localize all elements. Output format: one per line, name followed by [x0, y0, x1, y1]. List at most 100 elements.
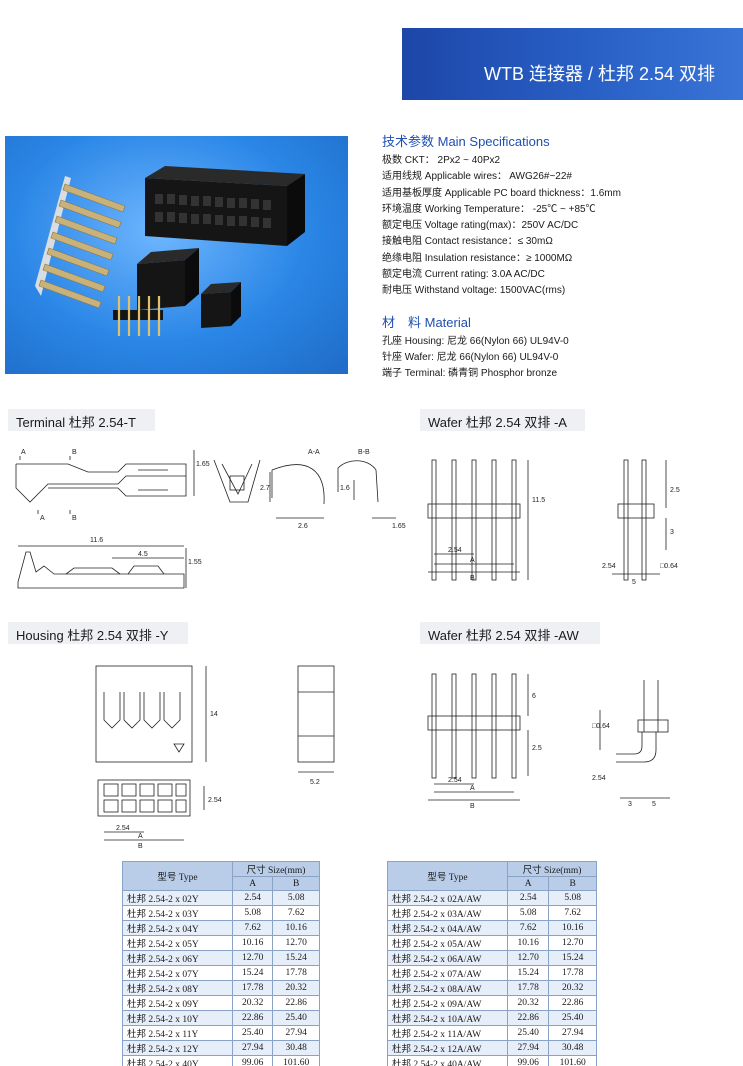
- section-label-wafer-aw: Wafer 杜邦 2.54 双排 -AW: [420, 622, 600, 644]
- table-cell-type: 杜邦 2.54-2 x 40A/AW: [387, 1055, 508, 1066]
- dim-label: 5: [652, 801, 656, 808]
- dim-label: B: [72, 449, 77, 456]
- table-cell-b: 30.48: [272, 1040, 320, 1056]
- table-cell-type: 杜邦 2.54-2 x 04Y: [122, 920, 233, 936]
- dim-label: 6: [532, 693, 536, 700]
- material-line: 针座 Wafer: 尼龙 66(Nylon 66) UL94V-0: [382, 351, 559, 363]
- table-cell-type: 杜邦 2.54-2 x 09Y: [122, 995, 233, 1011]
- dim-label: A: [138, 833, 143, 840]
- table-header-size: 尺寸 Size(mm): [232, 861, 320, 877]
- section-label-terminal: Terminal 杜邦 2.54-T: [8, 409, 155, 431]
- table-cell-a: 15.24: [231, 965, 274, 981]
- spec-line: 环境温度 Working Temperature： -25℃ ~ +85℃: [382, 203, 596, 215]
- table-cell-b: 17.78: [272, 965, 320, 981]
- terminal-strip: [35, 176, 126, 309]
- table-cell-type: 杜邦 2.54-2 x 11A/AW: [387, 1025, 508, 1041]
- table-cell-type: 杜邦 2.54-2 x 09A/AW: [387, 995, 508, 1011]
- table-cell-type: 杜邦 2.54-2 x 12A/AW: [387, 1040, 508, 1056]
- table-cell-b: 22.86: [548, 995, 597, 1011]
- material-heading: 材 料 Material: [382, 314, 471, 330]
- table-cell-a: 12.70: [231, 950, 274, 966]
- page-title: WTB 连接器 / 杜邦 2.54 双排: [483, 64, 715, 84]
- table-cell-a: 5.08: [506, 905, 550, 921]
- table-cell-a: 2.54: [506, 890, 550, 906]
- table-cell-b: 27.94: [548, 1025, 597, 1041]
- table-cell-b: 10.16: [272, 920, 320, 936]
- dim-label: 1.6: [340, 485, 350, 492]
- material-line: 端子 Terminal: 磷青铜 Phosphor bronze: [382, 368, 558, 380]
- table-cell-type: 杜邦 2.54-2 x 05Y: [122, 935, 233, 951]
- housing-small: [201, 282, 241, 328]
- housing-y-drawing: 14 2.54 2.54 A B 5.2: [95, 665, 335, 850]
- dim-label: 3: [670, 529, 674, 536]
- dim-label: 11.5: [532, 497, 545, 504]
- table-cell-a: 22.86: [231, 1010, 274, 1026]
- dim-label: A: [470, 557, 475, 564]
- dim-label: 11.6: [90, 537, 103, 544]
- table-cell-type: 杜邦 2.54-2 x 12Y: [122, 1040, 233, 1056]
- table-cell-a: 20.32: [506, 995, 550, 1011]
- table-cell-type: 杜邦 2.54-2 x 10A/AW: [387, 1010, 508, 1026]
- dim-label: □0.64: [592, 723, 610, 730]
- spec-line: 接触电阻 Contact resistance：≤ 30mΩ: [382, 236, 553, 248]
- spec-line: 耐电压 Withstand voltage: 1500VAC(rms): [382, 285, 566, 297]
- dim-label: 1.65: [392, 523, 406, 530]
- table-cell-type: 杜邦 2.54-2 x 06A/AW: [387, 950, 508, 966]
- table-header-b: B: [272, 876, 320, 891]
- table-cell-a: 17.78: [506, 980, 550, 996]
- table-cell-a: 99.06: [506, 1055, 550, 1066]
- dim-label: 5.2: [310, 779, 320, 786]
- table-cell-b: 30.48: [548, 1040, 597, 1056]
- spec-line: 额定电流 Current rating: 3.0A AC/DC: [382, 269, 545, 281]
- dim-label: A: [21, 449, 26, 456]
- specifications-panel: 技术参数 Main Specifications 极数 CKT： 2Px2 ~ …: [382, 133, 737, 383]
- table-cell-a: 12.70: [506, 950, 550, 966]
- dim-label: 1.65: [196, 461, 210, 468]
- table-cell-b: 20.32: [548, 980, 597, 996]
- dim-label: 4.5: [138, 551, 148, 558]
- table-header-b: B: [548, 876, 597, 891]
- table-cell-a: 7.62: [231, 920, 274, 936]
- table-cell-a: 7.62: [506, 920, 550, 936]
- table-cell-type: 杜邦 2.54-2 x 11Y: [122, 1025, 233, 1041]
- dim-label: 5: [632, 579, 636, 586]
- table-header-a: A: [506, 876, 550, 891]
- table-cell-type: 杜邦 2.54-2 x 07A/AW: [387, 965, 508, 981]
- table-cell-b: 10.16: [548, 920, 597, 936]
- dim-label: 2.54: [602, 563, 616, 570]
- table-cell-b: 20.32: [272, 980, 320, 996]
- table-cell-b: 15.24: [272, 950, 320, 966]
- table-cell-a: 5.08: [231, 905, 274, 921]
- dim-label: 2.54: [448, 777, 462, 784]
- table-cell-b: 7.62: [272, 905, 320, 921]
- table-cell-type: 杜邦 2.54-2 x 10Y: [122, 1010, 233, 1026]
- table-cell-b: 12.70: [272, 935, 320, 951]
- table-cell-type: 杜邦 2.54-2 x 06Y: [122, 950, 233, 966]
- table-cell-a: 99.06: [231, 1055, 274, 1066]
- table-cell-b: 12.70: [548, 935, 597, 951]
- housing-large: [145, 166, 305, 246]
- dim-label: 1.55: [188, 559, 202, 566]
- dim-label: 3: [628, 801, 632, 808]
- table-cell-a: 10.16: [506, 935, 550, 951]
- table-cell-a: 2.54: [231, 890, 274, 906]
- table-cell-a: 22.86: [506, 1010, 550, 1026]
- table-cell-a: 10.16: [231, 935, 274, 951]
- table-cell-b: 25.40: [272, 1010, 320, 1026]
- wafer-aw-size-table: 型号 Type 尺寸 Size(mm) A B 杜邦 2.54-2 x 02A/…: [387, 861, 597, 1066]
- dim-label: 2.54: [208, 797, 222, 804]
